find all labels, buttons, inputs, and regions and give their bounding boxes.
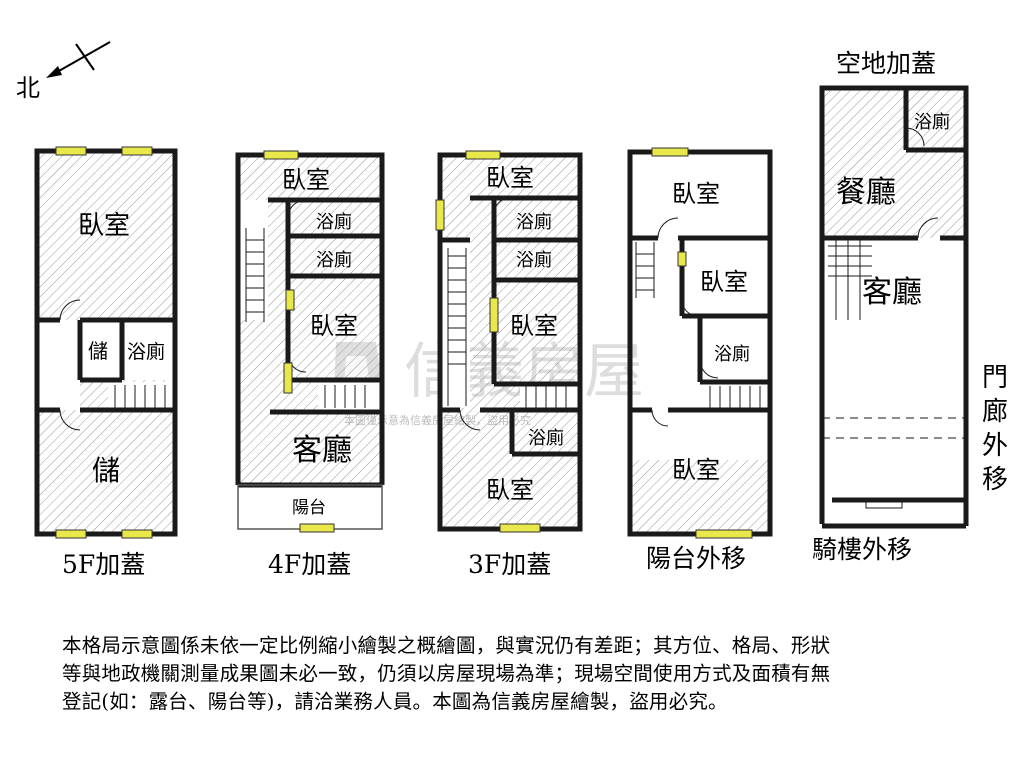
room-3f-bath-c: 浴廁 bbox=[528, 427, 564, 449]
floor-1f-side-note: 門 廊 外 移 bbox=[982, 363, 1008, 495]
floor-3f: 臥室 浴廁 浴廁 臥室 浴廁 臥室 bbox=[435, 150, 583, 533]
room-1f-dining: 餐廳 bbox=[836, 175, 896, 210]
disclaimer-line: 等與地政機關測量成果圖未必一致，仍須以房屋現場為準；現場空間使用方式及面積有無 bbox=[62, 662, 831, 685]
compass-icon bbox=[46, 41, 111, 78]
room-4f-bedroom-mid: 臥室 bbox=[310, 312, 358, 340]
room-3f-bedroom-bottom: 臥室 bbox=[486, 476, 534, 504]
room-5f-storage-small: 儲 bbox=[88, 339, 108, 363]
floor-4f-caption: 4F加蓋 bbox=[268, 550, 351, 579]
room-2f-bedroom-top: 臥室 bbox=[672, 180, 720, 208]
room-3f-bath-b: 浴廁 bbox=[516, 249, 552, 271]
room-2f-bath: 浴廁 bbox=[714, 343, 750, 365]
room-4f-balcony: 陽台 bbox=[292, 498, 326, 518]
floor-1f: 浴廁 餐廳 客廳 bbox=[819, 85, 969, 529]
svg-text:外: 外 bbox=[982, 431, 1008, 461]
floor-5f-caption: 5F加蓋 bbox=[62, 550, 145, 579]
room-4f-bath-b: 浴廁 bbox=[316, 249, 352, 271]
room-4f-living: 客廳 bbox=[292, 433, 352, 468]
disclaimer-text: 本格局示意圖係未依一定比例縮小繪製之概繪圖，與實況仍有差距；其方位、格局、形狀 … bbox=[62, 632, 982, 716]
svg-text:門: 門 bbox=[982, 363, 1008, 393]
room-3f-bedroom-mid: 臥室 bbox=[510, 312, 558, 340]
floor-5f: 臥室 儲 浴廁 儲 bbox=[34, 146, 178, 539]
floor-3f-caption: 3F加蓋 bbox=[468, 550, 551, 579]
room-5f-bedroom: 臥室 bbox=[78, 211, 130, 241]
floor-2f-caption: 陽台外移 bbox=[646, 544, 746, 573]
compass-north-label: 北 bbox=[16, 74, 40, 102]
disclaimer-line: 本格局示意圖係未依一定比例縮小繪製之概繪圖，與實況仍有差距；其方位、格局、形狀 bbox=[62, 634, 831, 657]
floor-2f: 臥室 臥室 浴廁 臥室 bbox=[627, 147, 773, 539]
room-1f-living: 客廳 bbox=[862, 275, 922, 310]
floor-1f-title: 空地加蓋 bbox=[836, 49, 936, 78]
disclaimer-line: 登記(如：露台、陽台等)，請洽業務人員。本圖為信義房屋繪製，盜用必究。 bbox=[62, 690, 728, 713]
svg-text:廊: 廊 bbox=[982, 397, 1008, 427]
room-2f-bedroom-mid: 臥室 bbox=[700, 268, 748, 296]
room-4f-bedroom-top: 臥室 bbox=[282, 166, 330, 194]
svg-text:移: 移 bbox=[982, 465, 1008, 495]
floor-1f-caption: 騎樓外移 bbox=[812, 535, 912, 564]
room-2f-bedroom-bottom: 臥室 bbox=[672, 456, 720, 484]
room-3f-bath-a: 浴廁 bbox=[516, 211, 552, 233]
room-4f-bath-a: 浴廁 bbox=[316, 211, 352, 233]
room-1f-bath: 浴廁 bbox=[914, 111, 950, 133]
floor-4f: 臥室 浴廁 浴廁 臥室 客廳 陽台 bbox=[235, 150, 385, 533]
room-3f-bedroom-top: 臥室 bbox=[486, 164, 534, 192]
room-5f-bath: 浴廁 bbox=[127, 340, 165, 363]
room-5f-storage: 儲 bbox=[92, 454, 120, 487]
